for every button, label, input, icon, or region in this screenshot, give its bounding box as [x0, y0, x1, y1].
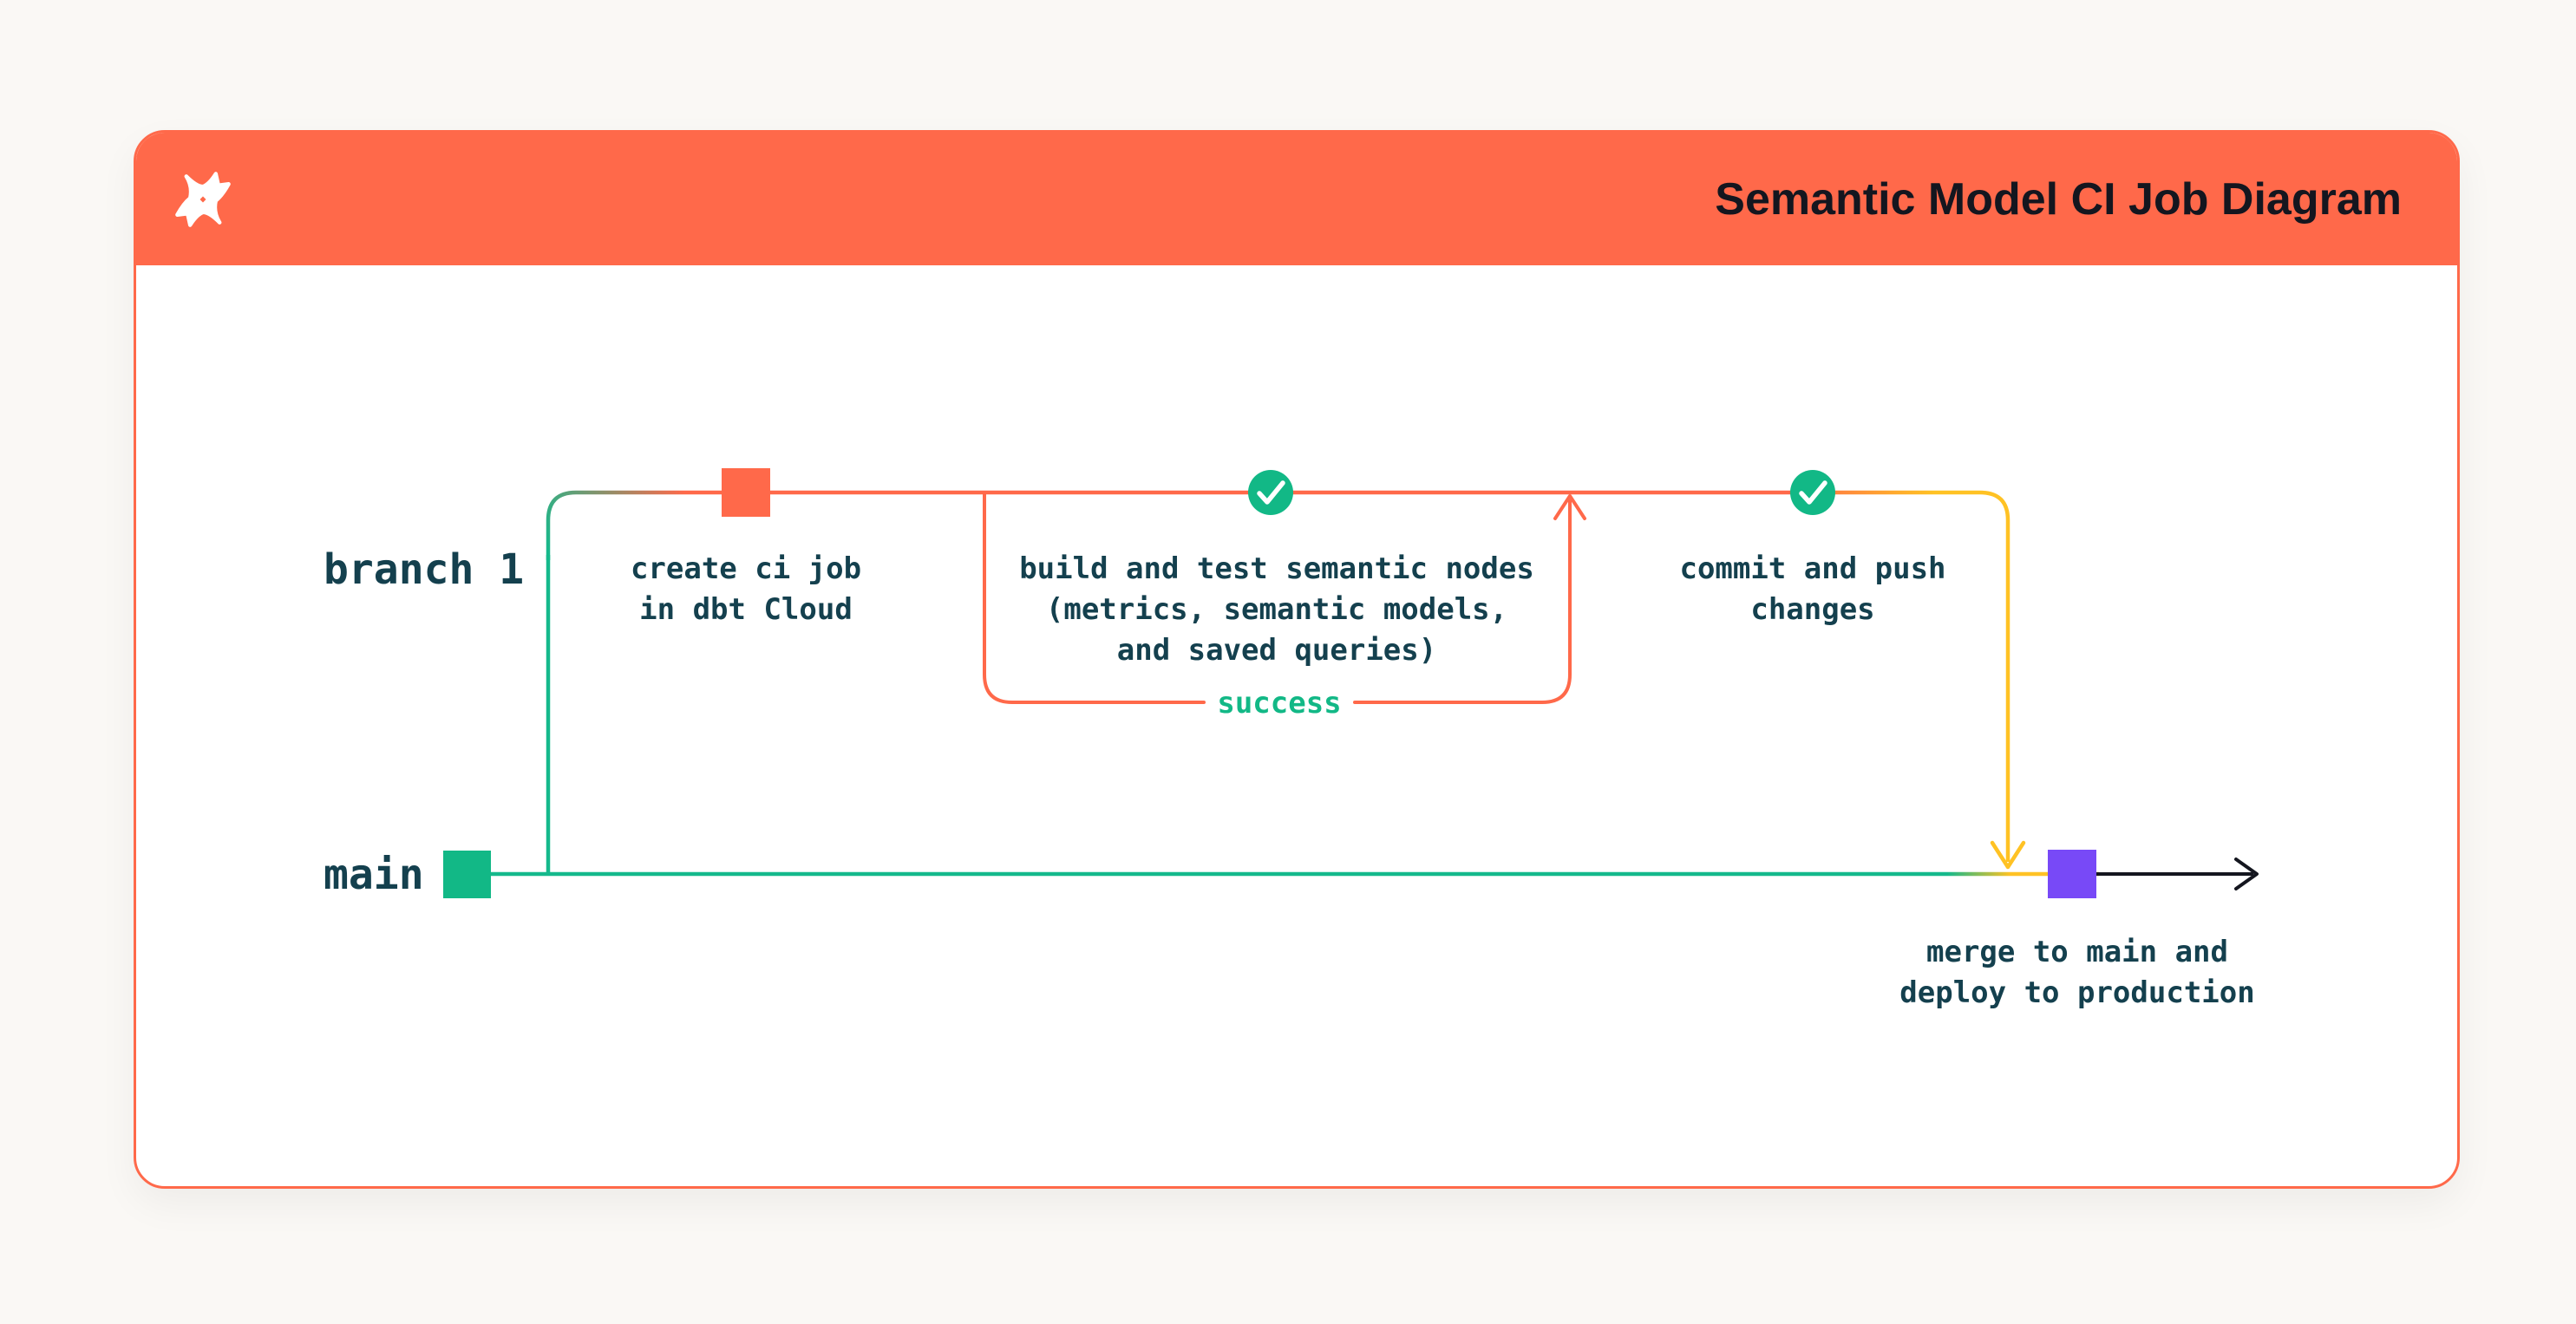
card-header: Semantic Model CI Job Diagram	[136, 133, 2457, 265]
diagram-card: Semantic Model CI Job Diagram	[134, 130, 2460, 1189]
dbt-logo-icon	[175, 171, 231, 227]
page-title: Semantic Model CI Job Diagram	[1715, 173, 2402, 225]
